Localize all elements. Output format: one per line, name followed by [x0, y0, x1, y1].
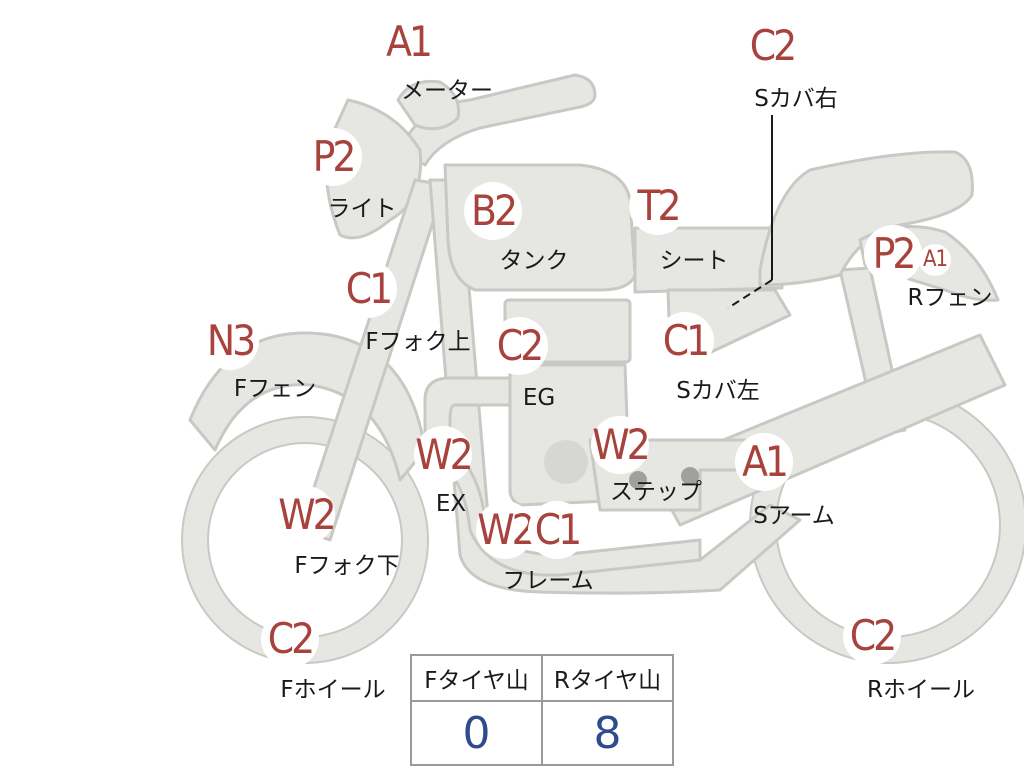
- side-cover-left-label: Sカバ左: [676, 378, 760, 404]
- rear-fender-label: Rフェン: [907, 285, 993, 311]
- rear-wheel-code-badge[interactable]: C2: [843, 607, 901, 665]
- tank-label: タンク: [499, 248, 569, 274]
- light-code-badge[interactable]: P2: [304, 128, 362, 186]
- tire-tread-table: Fタイヤ山 0 Rタイヤ山 8: [410, 654, 674, 766]
- front-fender-label: Fフェン: [233, 376, 317, 402]
- peg-left-shape: [629, 471, 647, 489]
- rear-fender-secondary-code-badge[interactable]: A1: [919, 244, 951, 276]
- frame-label: フレーム: [502, 568, 594, 594]
- meter-label: メーター: [401, 78, 493, 104]
- engine-code-badge[interactable]: C2: [490, 317, 548, 375]
- seat-code-badge[interactable]: T2: [629, 177, 687, 235]
- fork-lower-label: Fフォク下: [294, 553, 400, 579]
- side-cover-left-code-badge[interactable]: C1: [656, 312, 714, 370]
- meter-code-badge[interactable]: A1: [379, 13, 437, 71]
- step-code-badge[interactable]: W2: [591, 416, 651, 474]
- light-label: ライト: [327, 196, 397, 222]
- rear-tire-value[interactable]: 8: [593, 707, 622, 759]
- step-label: ステップ: [610, 479, 702, 505]
- seat-shape: [758, 150, 974, 287]
- peg-right-shape: [681, 467, 699, 485]
- meter-shape: [396, 79, 461, 131]
- front-wheel-code-badge[interactable]: C2: [261, 610, 319, 668]
- front-wheel-label: Fホイール: [280, 677, 386, 703]
- rear-wheel-label: Rホイール: [867, 677, 975, 703]
- swing-arm-code-badge[interactable]: A1: [735, 433, 793, 491]
- leader-line-dashed: [727, 279, 773, 309]
- engine-label: EG: [522, 385, 556, 411]
- side-cover-right-label: Sカバ右: [754, 86, 838, 112]
- exhaust-label: EX: [435, 491, 467, 517]
- front-tire-header: Fタイヤ山: [412, 656, 541, 702]
- frame-secondary-code-badge[interactable]: C1: [528, 501, 586, 559]
- rear-tire-column: Rタイヤ山 8: [541, 656, 672, 764]
- front-tire-value[interactable]: 0: [462, 707, 491, 759]
- exhaust-pipe-shape: [438, 438, 702, 577]
- seat-label: シート: [659, 248, 729, 274]
- swing-arm-label: Sアーム: [753, 503, 835, 529]
- rear-tire-header: Rタイヤ山: [543, 656, 672, 702]
- fork-upper-label: Fフォク上: [365, 329, 471, 355]
- seat-front-shape: [633, 226, 784, 294]
- frame-code-badge[interactable]: W2: [476, 501, 536, 559]
- front-tire-column: Fタイヤ山 0: [412, 656, 541, 764]
- front-fender-code-badge[interactable]: N3: [201, 312, 259, 370]
- fork-lower-code-badge[interactable]: W2: [277, 486, 337, 544]
- fork-upper-code-badge[interactable]: C1: [339, 260, 397, 318]
- exhaust-code-badge[interactable]: W2: [414, 426, 474, 484]
- engine-case-shape: [544, 440, 588, 484]
- rear-fender-code-badge[interactable]: P2: [864, 225, 922, 283]
- tank-code-badge[interactable]: B2: [464, 182, 522, 240]
- side-cover-right-code-badge[interactable]: C2: [743, 17, 801, 75]
